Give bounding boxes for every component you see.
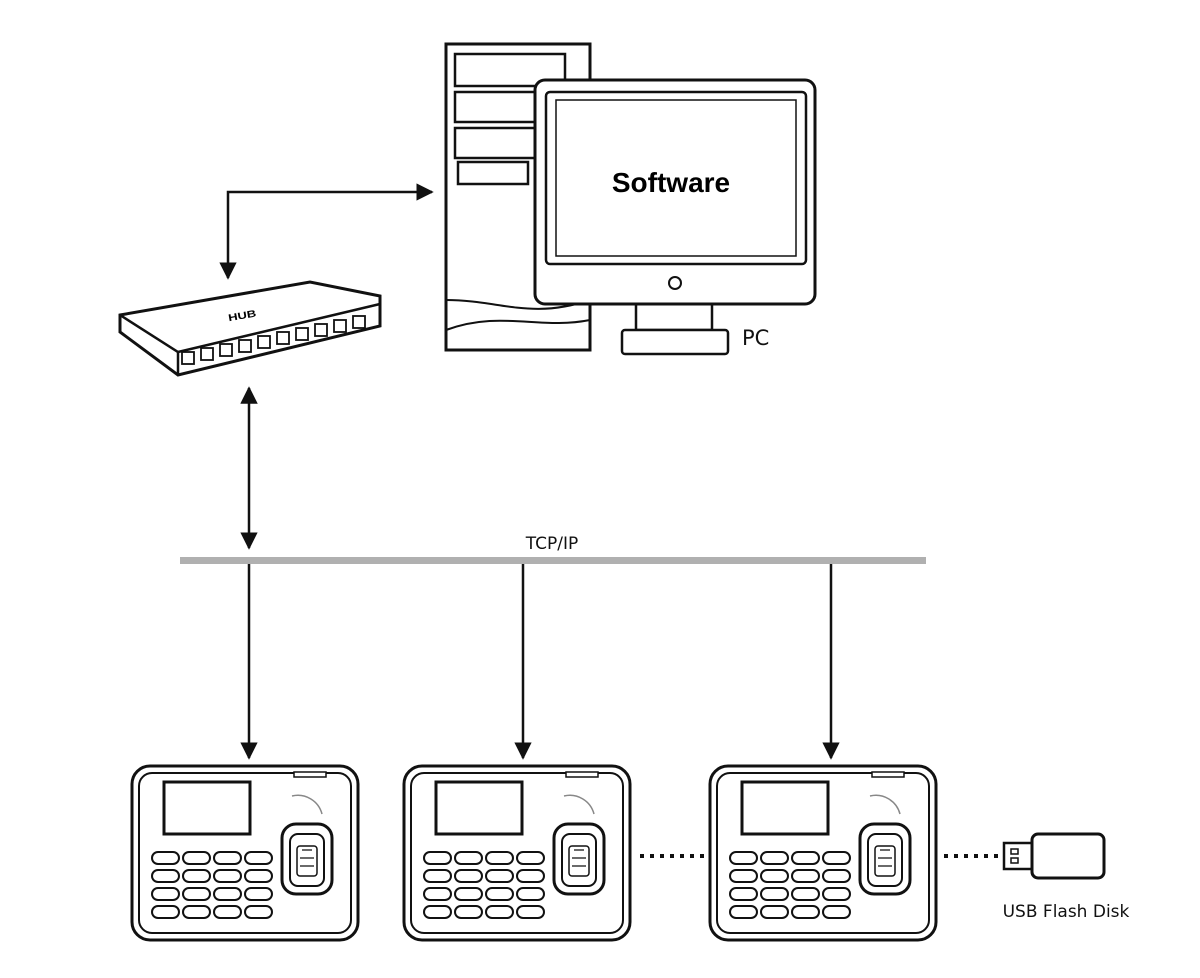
fingerprint-terminal-icon [402,764,632,942]
tcpip-bus [180,557,926,564]
hub-icon [118,280,382,377]
pc-screen-text: Software [612,167,730,198]
usb-flash-disk-label: USB Flash Disk [1003,902,1130,922]
hub-label: HUB [228,309,258,324]
fingerprint-terminal-icon [130,764,360,942]
usb-flash-disk-icon [1002,832,1106,880]
tcpip-label: TCP/IP [525,534,579,554]
hub-pc-link [219,183,434,280]
fingerprint-terminal-icon [708,764,938,942]
pc-monitor-icon [533,78,817,356]
pc-label: PC [742,326,769,350]
